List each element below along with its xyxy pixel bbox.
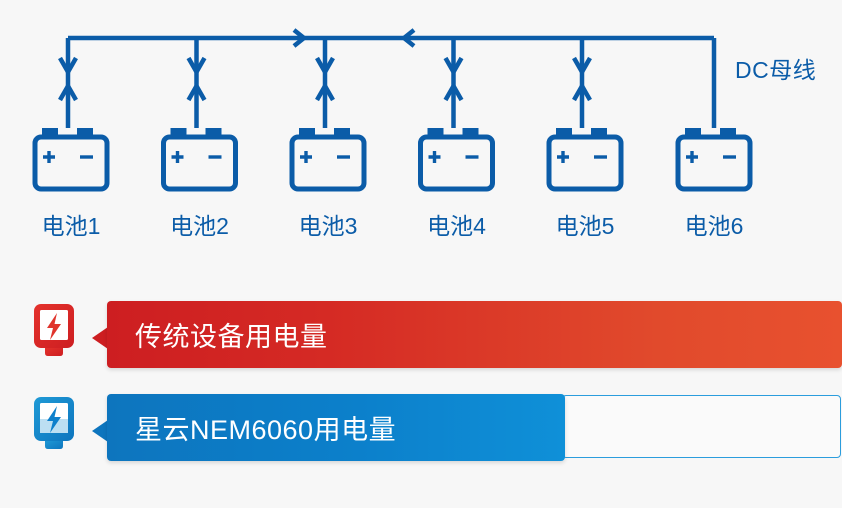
nem6060-bar-label: 星云NEM6060用电量 (135, 415, 397, 445)
bus-arrow-right-icon (292, 28, 308, 48)
battery-symbol-4 (418, 128, 495, 192)
dc-bus-label: DC母线 (735, 57, 817, 83)
circuit-svg (32, 28, 753, 192)
bar-notch-blue-icon (92, 420, 108, 442)
battery-label-4: 电池4 (427, 213, 486, 239)
battery-symbol-5 (546, 128, 624, 192)
battery-symbol-1 (32, 128, 110, 192)
battery-symbol-6 (675, 128, 753, 192)
dc-bus-circuit-diagram: DC母线 电池1 电池2 电池3 电池4 电池5 电池6 (32, 28, 817, 239)
traditional-bar-label: 传统设备用电量 (135, 322, 328, 352)
traditional-bar-fill (107, 301, 842, 368)
nem6060-bar-track (562, 395, 841, 458)
battery-symbol-2 (161, 128, 238, 192)
battery-symbols (32, 128, 753, 192)
nem6060-bar-fill (107, 394, 565, 461)
bus-arrow-left-icon (400, 28, 416, 48)
lightning-bolt-red-icon (28, 301, 80, 361)
battery-label-3: 电池3 (298, 213, 358, 239)
battery-label-6: 电池6 (684, 213, 744, 239)
bar-notch-red-icon (92, 327, 108, 349)
battery-label-5: 电池5 (555, 213, 615, 239)
lightning-bolt-blue-icon (28, 394, 80, 454)
battery-symbol-3 (289, 128, 367, 192)
battery-label-2: 电池2 (170, 213, 229, 239)
battery-label-1: 电池1 (41, 213, 101, 239)
